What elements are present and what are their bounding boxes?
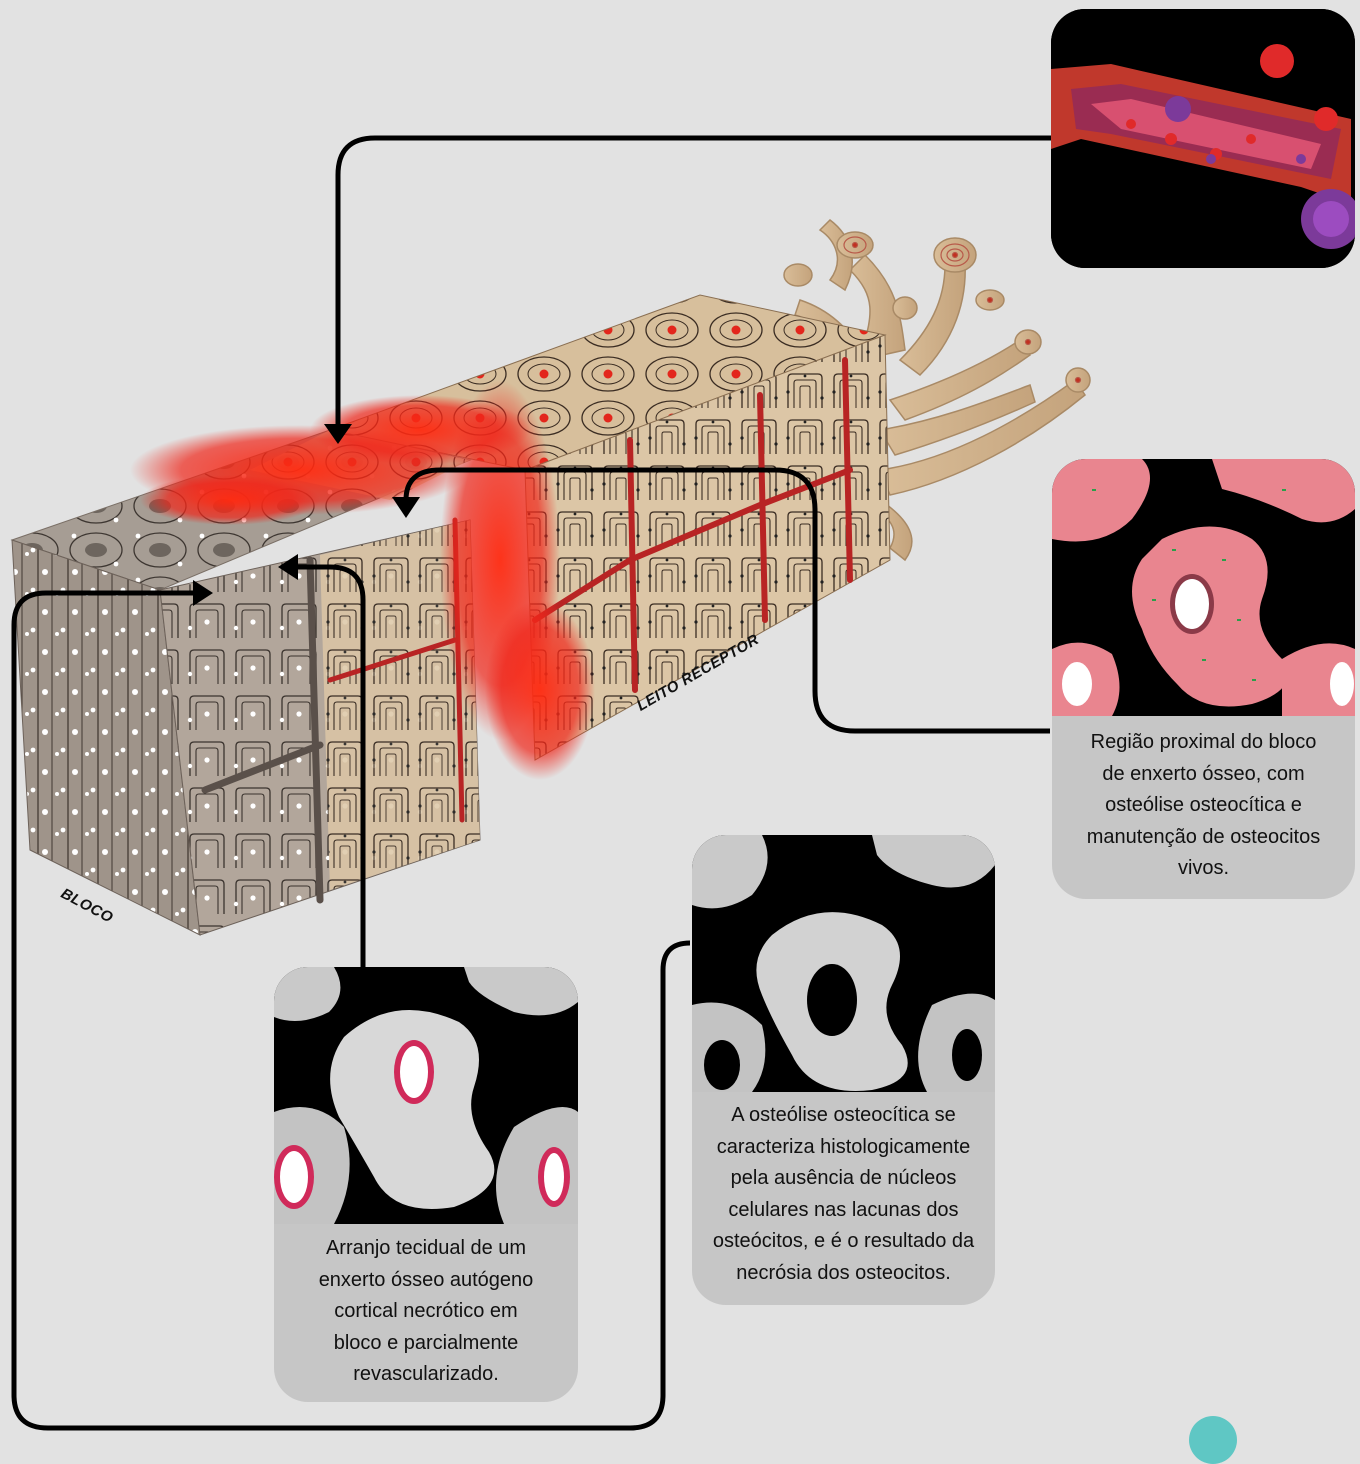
caption-line: enxerto ósseo autógeno xyxy=(288,1265,564,1297)
card-blood-vessel xyxy=(1051,9,1355,268)
arrowhead-receptor xyxy=(392,497,420,518)
arrow-necrotic-to-graft xyxy=(296,567,363,968)
diagram-canvas: BLOCO LEITO RECEPTOR xyxy=(0,0,1360,1433)
proximal-histology-image xyxy=(1052,459,1355,716)
caption-line: osteócitos, e é o resultado da xyxy=(706,1226,981,1258)
arrow-proximal-to-receptor xyxy=(406,470,1050,731)
caption-line: osteólise osteocítica e xyxy=(1066,790,1341,822)
caption-line: manutenção de osteocitos xyxy=(1066,822,1341,854)
arrowhead-left xyxy=(278,554,298,580)
caption-line: bloco e parcialmente xyxy=(288,1328,564,1360)
caption-proximal-region: Região proximal do bloco de enxerto ósse… xyxy=(1052,716,1355,885)
caption-line: necrósia dos osteocitos. xyxy=(706,1258,981,1290)
arrow-vessel-to-block xyxy=(338,138,1052,425)
caption-line: celulares nas lacunas dos xyxy=(706,1195,981,1227)
arrowhead-down xyxy=(324,424,352,444)
caption-line: caracteriza histologicamente xyxy=(706,1132,981,1164)
caption-osteocytic-osteolysis: A osteólise osteocítica se caracteriza h… xyxy=(692,1092,995,1289)
caption-line: Arranjo tecidual de um xyxy=(288,1233,564,1265)
caption-line: cortical necrótico em xyxy=(288,1296,564,1328)
caption-line: pela ausência de núcleos xyxy=(706,1163,981,1195)
card-necrotic-graft: Arranjo tecidual de um enxerto ósseo aut… xyxy=(274,967,578,1402)
caption-line: vivos. xyxy=(1066,853,1341,885)
arrowhead-right xyxy=(193,580,213,606)
caption-line: A osteólise osteocítica se xyxy=(706,1100,981,1132)
caption-line: revascularizado. xyxy=(288,1359,564,1391)
card-proximal-region: Região proximal do bloco de enxerto ósse… xyxy=(1052,459,1355,899)
card-osteocytic-osteolysis: A osteólise osteocítica se caracteriza h… xyxy=(692,835,995,1305)
caption-line: de enxerto ósseo, com xyxy=(1066,759,1341,791)
page-marker-dot xyxy=(1189,1416,1237,1464)
osteolysis-histology-image xyxy=(692,835,995,1092)
blood-vessel-image xyxy=(1051,9,1355,268)
caption-necrotic-graft: Arranjo tecidual de um enxerto ósseo aut… xyxy=(274,1224,578,1391)
necrotic-histology-image xyxy=(274,967,578,1224)
caption-line: Região proximal do bloco xyxy=(1066,727,1341,759)
